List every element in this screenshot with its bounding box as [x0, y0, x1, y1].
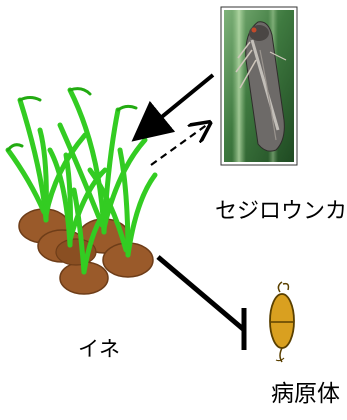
rice-plants	[8, 89, 155, 294]
insect-photo	[221, 7, 297, 165]
insect-label: セジロウンカ	[215, 193, 347, 225]
rice-to-insect-dashed-arrow	[151, 124, 208, 165]
rice-label: イネ	[78, 333, 120, 363]
pathogen-icon	[270, 282, 294, 362]
pathogen-label: 病原体	[271, 374, 340, 408]
insect-to-rice-arrow	[147, 75, 213, 129]
rice-inhibits-pathogen-line	[158, 257, 243, 329]
